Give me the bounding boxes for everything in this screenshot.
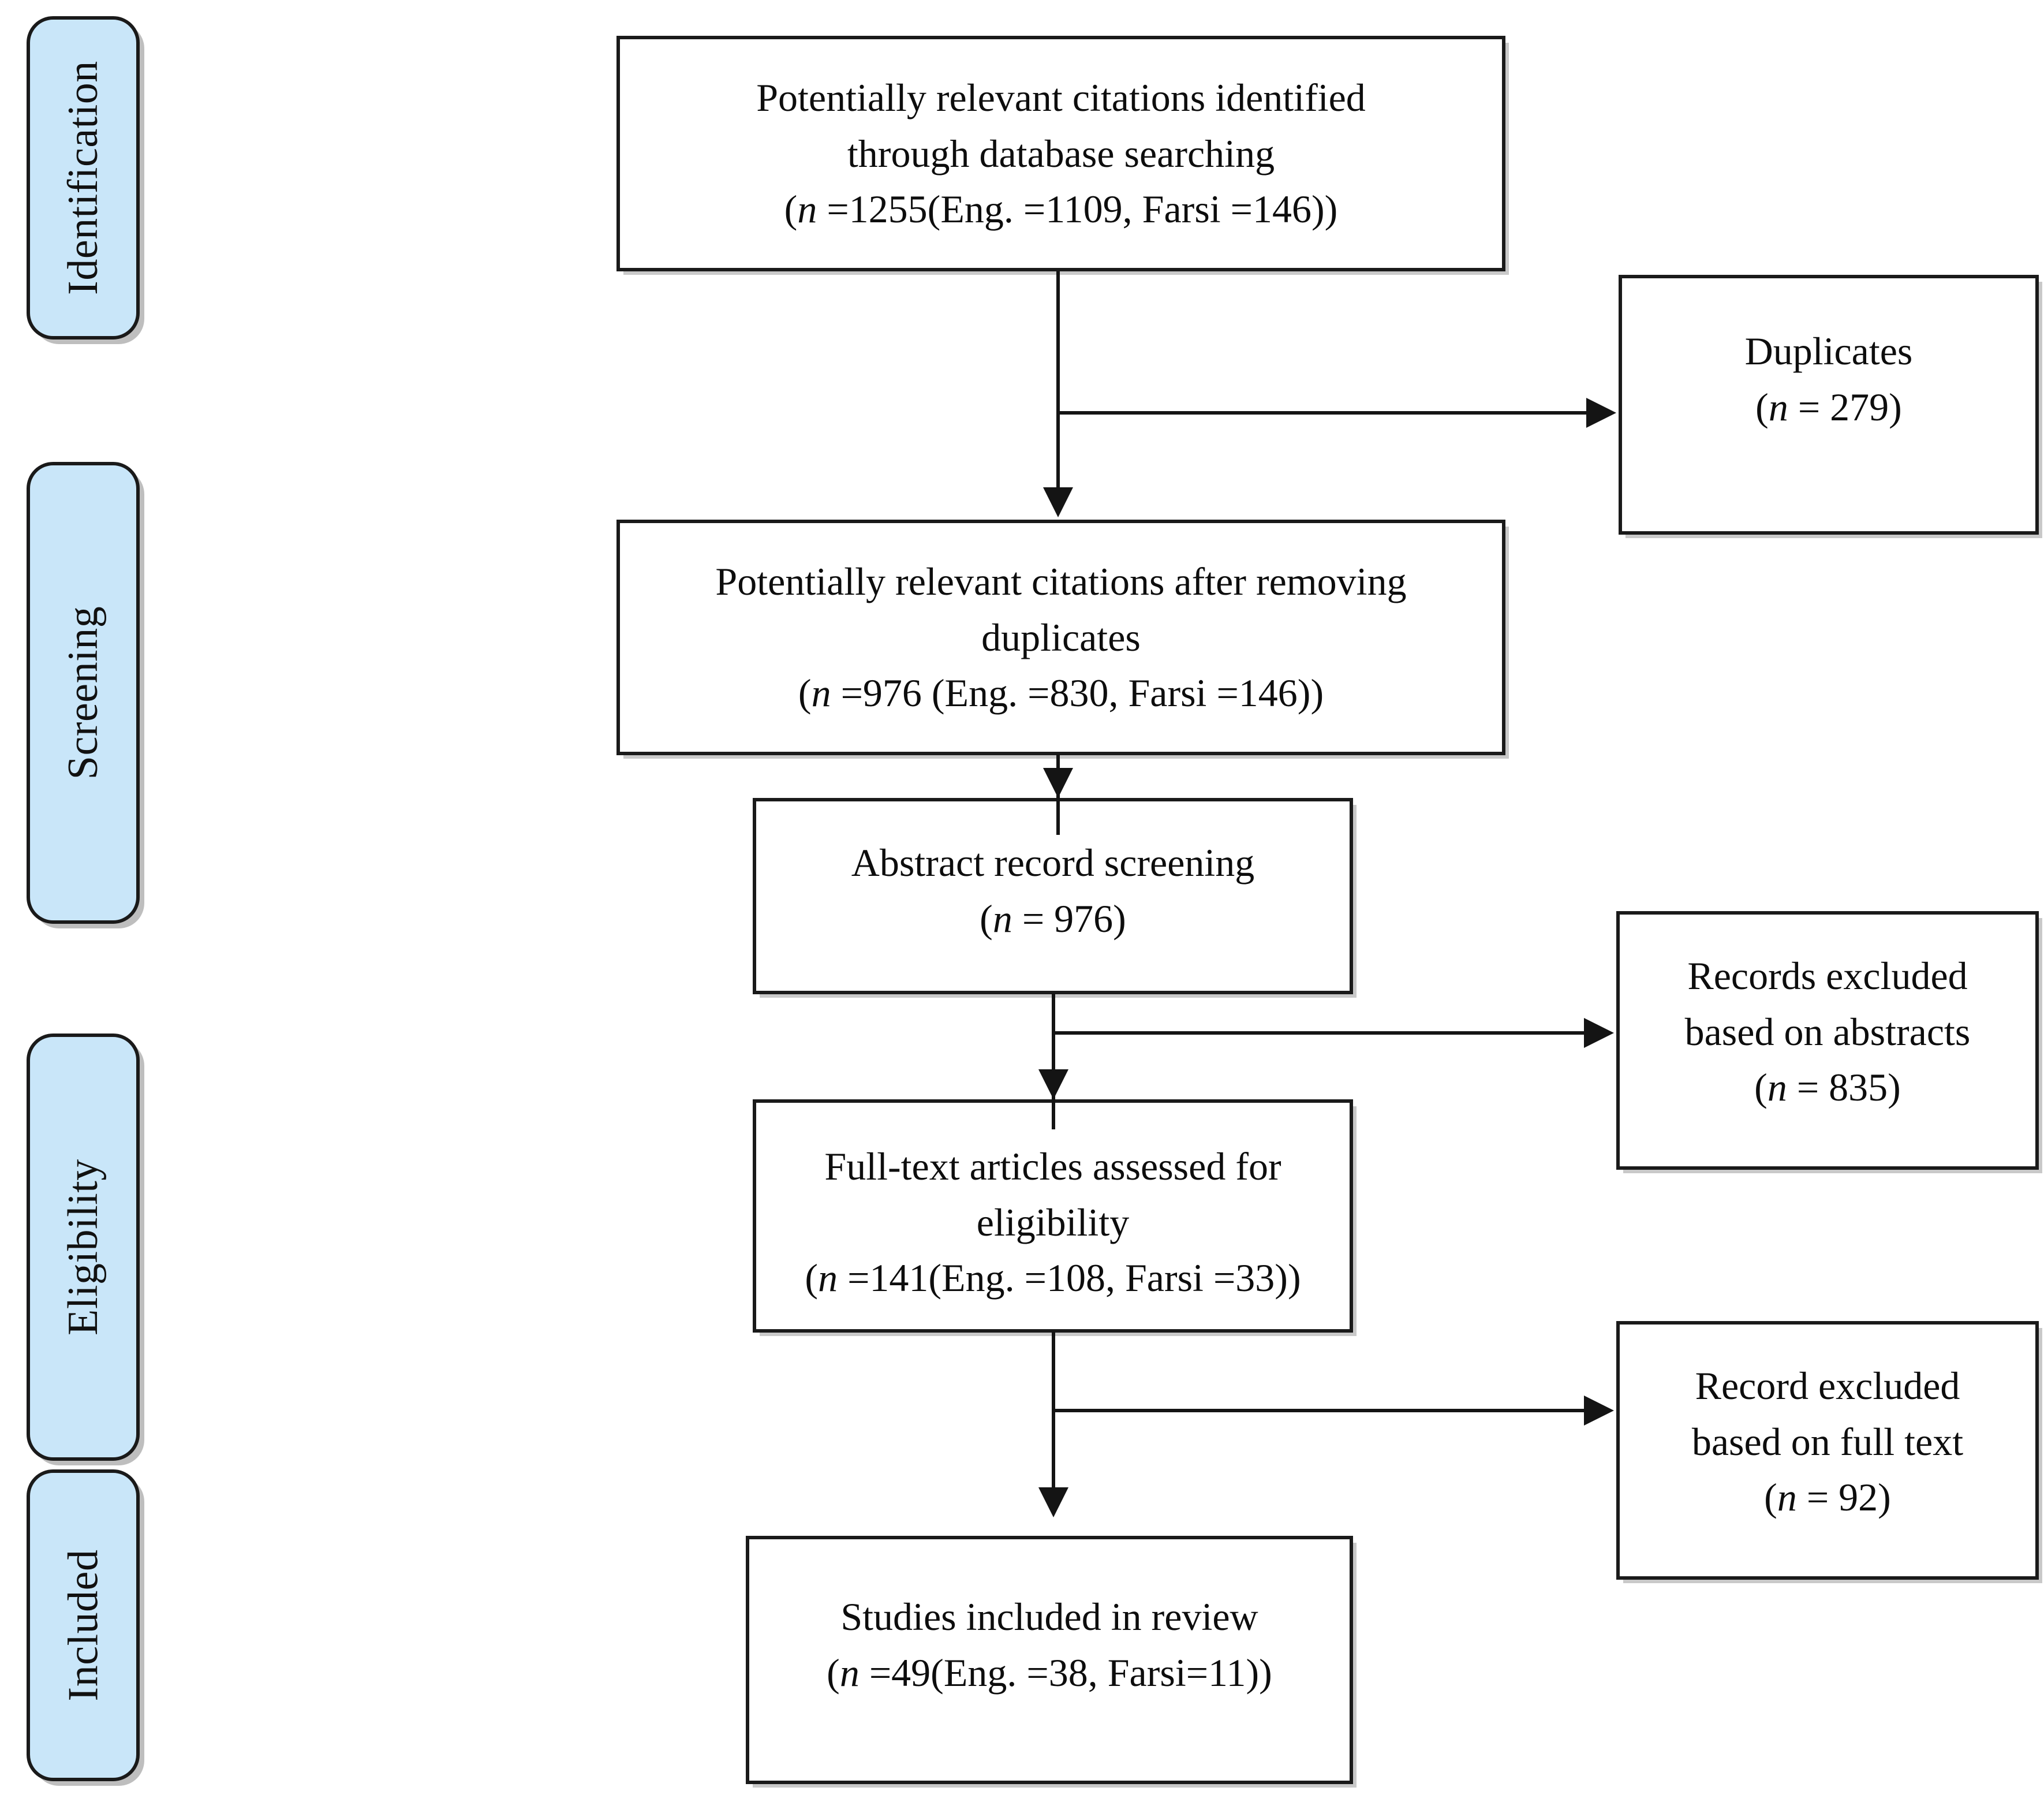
count-n-symbol: n <box>992 896 1012 941</box>
box-fulltext-assessed: Full-text articles assessed for eligibil… <box>753 1099 1353 1333</box>
box-records-identified: Potentially relevant citations identifie… <box>616 36 1505 271</box>
box-duplicates-count: (n = 279) <box>1622 379 2035 435</box>
count-paren-open: ( <box>784 187 798 232</box>
box-duplicates-line1: Duplicates <box>1744 329 1913 373</box>
count-n-symbol: n <box>1767 1065 1787 1110</box>
count-n-symbol: n <box>1768 385 1788 429</box>
box-records-excluded-abstracts-line1: Records excluded <box>1687 954 1968 998</box>
box-abstract-record-screening-count: (n = 976) <box>756 891 1350 947</box>
connector-fulltext-to-included <box>1052 1331 1055 1505</box>
box-records-after-duplicates-line2: duplicates <box>981 615 1141 659</box>
count-value: =976 (Eng. =830, Farsi =146)) <box>831 671 1324 715</box>
count-paren-open: ( <box>980 896 993 941</box>
connector-fulltext-to-excluded-fulltext <box>1052 1409 1585 1412</box>
box-records-after-duplicates-line1: Potentially relevant citations after rem… <box>715 559 1407 604</box>
box-records-excluded-fulltext-count: (n = 92) <box>1620 1469 2035 1525</box>
count-paren-open: ( <box>798 671 812 715</box>
stage-label-screening: Screening <box>59 606 107 780</box>
arrowhead-down-to-afterduplicates <box>1043 487 1073 517</box>
arrowhead-down-to-included <box>1038 1487 1068 1517</box>
box-abstract-record-screening-line1: Abstract record screening <box>851 841 1255 885</box>
count-paren-open: ( <box>1764 1475 1777 1520</box>
connector-abstract-to-excluded-abstracts <box>1052 1031 1585 1035</box>
count-value: = 976) <box>1012 896 1126 941</box>
box-abstract-record-screening: Abstract record screening (n = 976) <box>753 798 1353 994</box>
box-studies-included-line1: Studies included in review <box>840 1595 1258 1639</box>
box-studies-included: Studies included in review (n =49(Eng. =… <box>746 1536 1353 1784</box>
count-n-symbol: n <box>797 187 817 232</box>
box-records-identified-line2: through database searching <box>847 131 1275 176</box>
stage-pill-identification: Identification <box>27 16 140 339</box>
stage-pill-included: Included <box>27 1469 140 1781</box>
stage-label-included: Included <box>59 1549 107 1702</box>
count-n-symbol: n <box>818 1256 838 1300</box>
count-value: =49(Eng. =38, Farsi=11)) <box>859 1650 1272 1695</box>
connector-identified-to-afterduplicates <box>1056 271 1060 490</box>
stage-pill-screening: Screening <box>27 462 140 924</box>
count-paren-open: ( <box>1754 1065 1768 1110</box>
connector-identified-to-duplicates <box>1056 411 1587 415</box>
box-records-after-duplicates-count: (n =976 (Eng. =830, Farsi =146)) <box>620 665 1502 721</box>
box-duplicates: Duplicates (n = 279) <box>1619 275 2039 535</box>
count-value: = 279) <box>1788 385 1902 429</box>
count-value: =1255(Eng. =1109, Farsi =146)) <box>817 187 1338 232</box>
box-records-excluded-fulltext: Record excluded based on full text (n = … <box>1616 1321 2039 1580</box>
count-value: = 92) <box>1796 1475 1891 1520</box>
box-records-excluded-fulltext-line1: Record excluded <box>1695 1364 1960 1408</box>
arrowhead-down-to-fulltext <box>1038 1069 1068 1099</box>
count-n-symbol: n <box>1777 1475 1797 1520</box>
connector-abstract-to-fulltext <box>1052 993 1055 1129</box>
box-studies-included-count: (n =49(Eng. =38, Farsi=11)) <box>749 1645 1350 1701</box>
box-records-excluded-fulltext-line2: based on full text <box>1691 1419 1964 1464</box>
count-value: = 835) <box>1787 1065 1901 1110</box>
count-n-symbol: n <box>811 671 831 715</box>
count-n-symbol: n <box>839 1650 860 1695</box>
arrowhead-right-to-duplicates <box>1586 398 1616 428</box>
box-records-after-duplicates: Potentially relevant citations after rem… <box>616 520 1505 755</box>
box-fulltext-assessed-line1: Full-text articles assessed for <box>824 1144 1281 1188</box>
count-paren-open: ( <box>827 1650 840 1695</box>
stage-pill-eligibility: Eligibility <box>27 1034 140 1461</box>
box-records-identified-line1: Potentially relevant citations identifie… <box>756 76 1366 120</box>
box-records-excluded-abstracts-count: (n = 835) <box>1620 1059 2035 1115</box>
arrowhead-down-to-abstract <box>1043 768 1073 798</box>
box-fulltext-assessed-line2: eligibility <box>976 1200 1130 1244</box>
arrowhead-right-to-excluded-fulltext <box>1584 1396 1614 1426</box>
stage-label-eligibility: Eligibility <box>59 1159 107 1335</box>
count-paren-open: ( <box>1755 385 1769 429</box>
count-value: =141(Eng. =108, Farsi =33)) <box>838 1256 1301 1300</box>
box-records-identified-count: (n =1255(Eng. =1109, Farsi =146)) <box>620 181 1502 237</box>
stage-label-identification: Identification <box>59 61 107 295</box>
box-fulltext-assessed-count: (n =141(Eng. =108, Farsi =33)) <box>756 1250 1350 1306</box>
box-records-excluded-abstracts: Records excluded based on abstracts (n =… <box>1616 911 2039 1170</box>
arrowhead-right-to-excluded-abstracts <box>1584 1018 1614 1048</box>
count-paren-open: ( <box>805 1256 819 1300</box>
box-records-excluded-abstracts-line2: based on abstracts <box>1684 1009 1971 1054</box>
